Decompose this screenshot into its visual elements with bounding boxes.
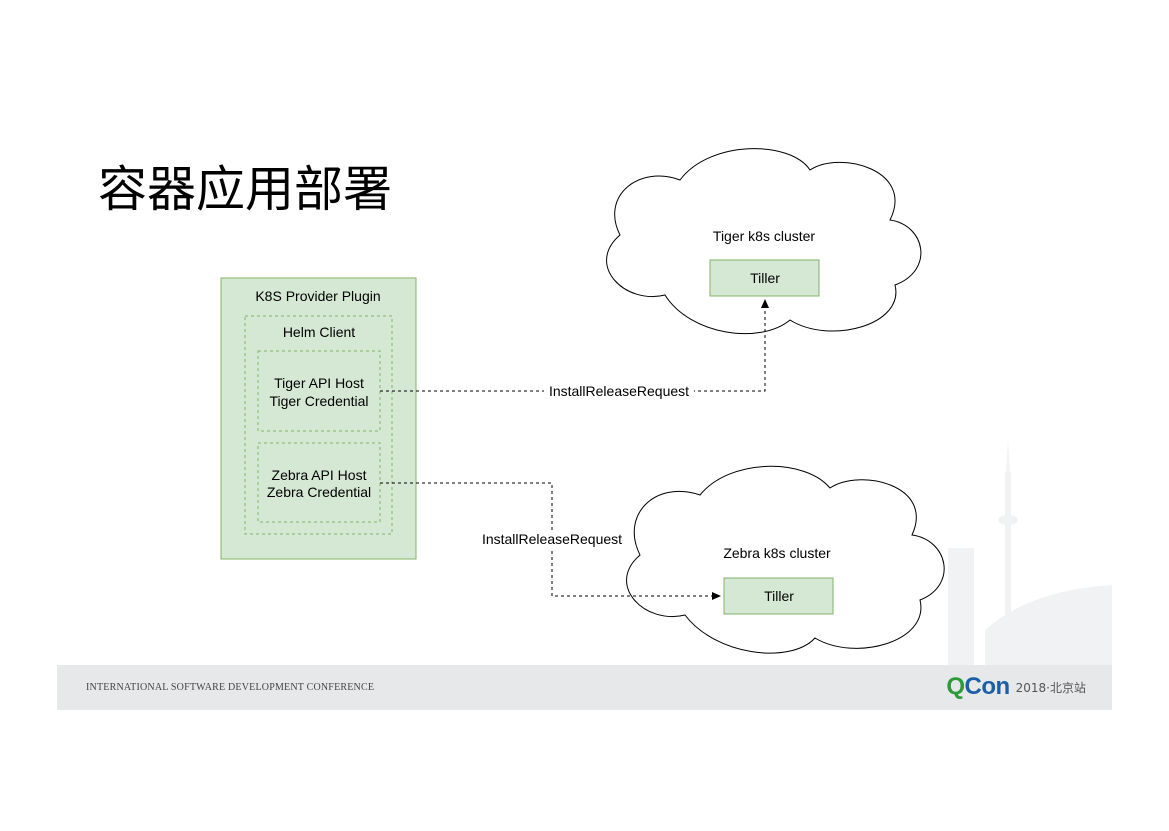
tiger-api-host-label: Tiger API Host [274,375,364,391]
conference-name: INTERNATIONAL SOFTWARE DEVELOPMENT CONFE… [86,682,375,693]
qcon-logo-q: Q [946,673,965,700]
event-label: 2018·北京站 [1015,680,1086,695]
tiger-cluster-cloud [606,148,922,335]
zebra-api-host-box [257,442,381,523]
qcon-logo-con: Con [964,673,1010,700]
footer-band: INTERNATIONAL SOFTWARE DEVELOPMENT CONFE… [57,665,1112,710]
zebra-tiller-label: Tiller [764,588,794,604]
zebra-cluster-label: Zebra k8s cluster [723,545,831,561]
helm-client-label: Helm Client [283,324,355,340]
tiger-install-release-edge [380,299,769,392]
qcon-brand: QCon 2018·北京站 [946,672,1086,702]
tiger-tiller-label: Tiller [750,270,780,286]
zebra-credential-label: Zebra Credential [267,484,371,500]
zebra-edge-label: InstallReleaseRequest [482,531,622,547]
k8s-provider-plugin-box [220,277,417,560]
zebra-api-host-label: Zebra API Host [272,467,367,483]
zebra-tiller-box [723,577,834,615]
zebra-edge-label-bg [477,530,627,548]
skyline-watermark [948,440,1112,665]
tiger-credential-label: Tiger Credential [269,393,368,409]
helm-client-box [244,315,393,535]
tiger-edge-label-bg [544,382,694,400]
zebra-cluster-cloud [626,465,945,654]
k8s-provider-plugin-label: K8S Provider Plugin [255,288,380,304]
tiger-cluster-label: Tiger k8s cluster [713,228,816,244]
page-title: 容器应用部署 [98,161,392,218]
tiger-edge-label: InstallReleaseRequest [549,383,689,399]
qcon-logo: QCon [946,673,1010,701]
tiger-tiller-box [709,259,820,297]
